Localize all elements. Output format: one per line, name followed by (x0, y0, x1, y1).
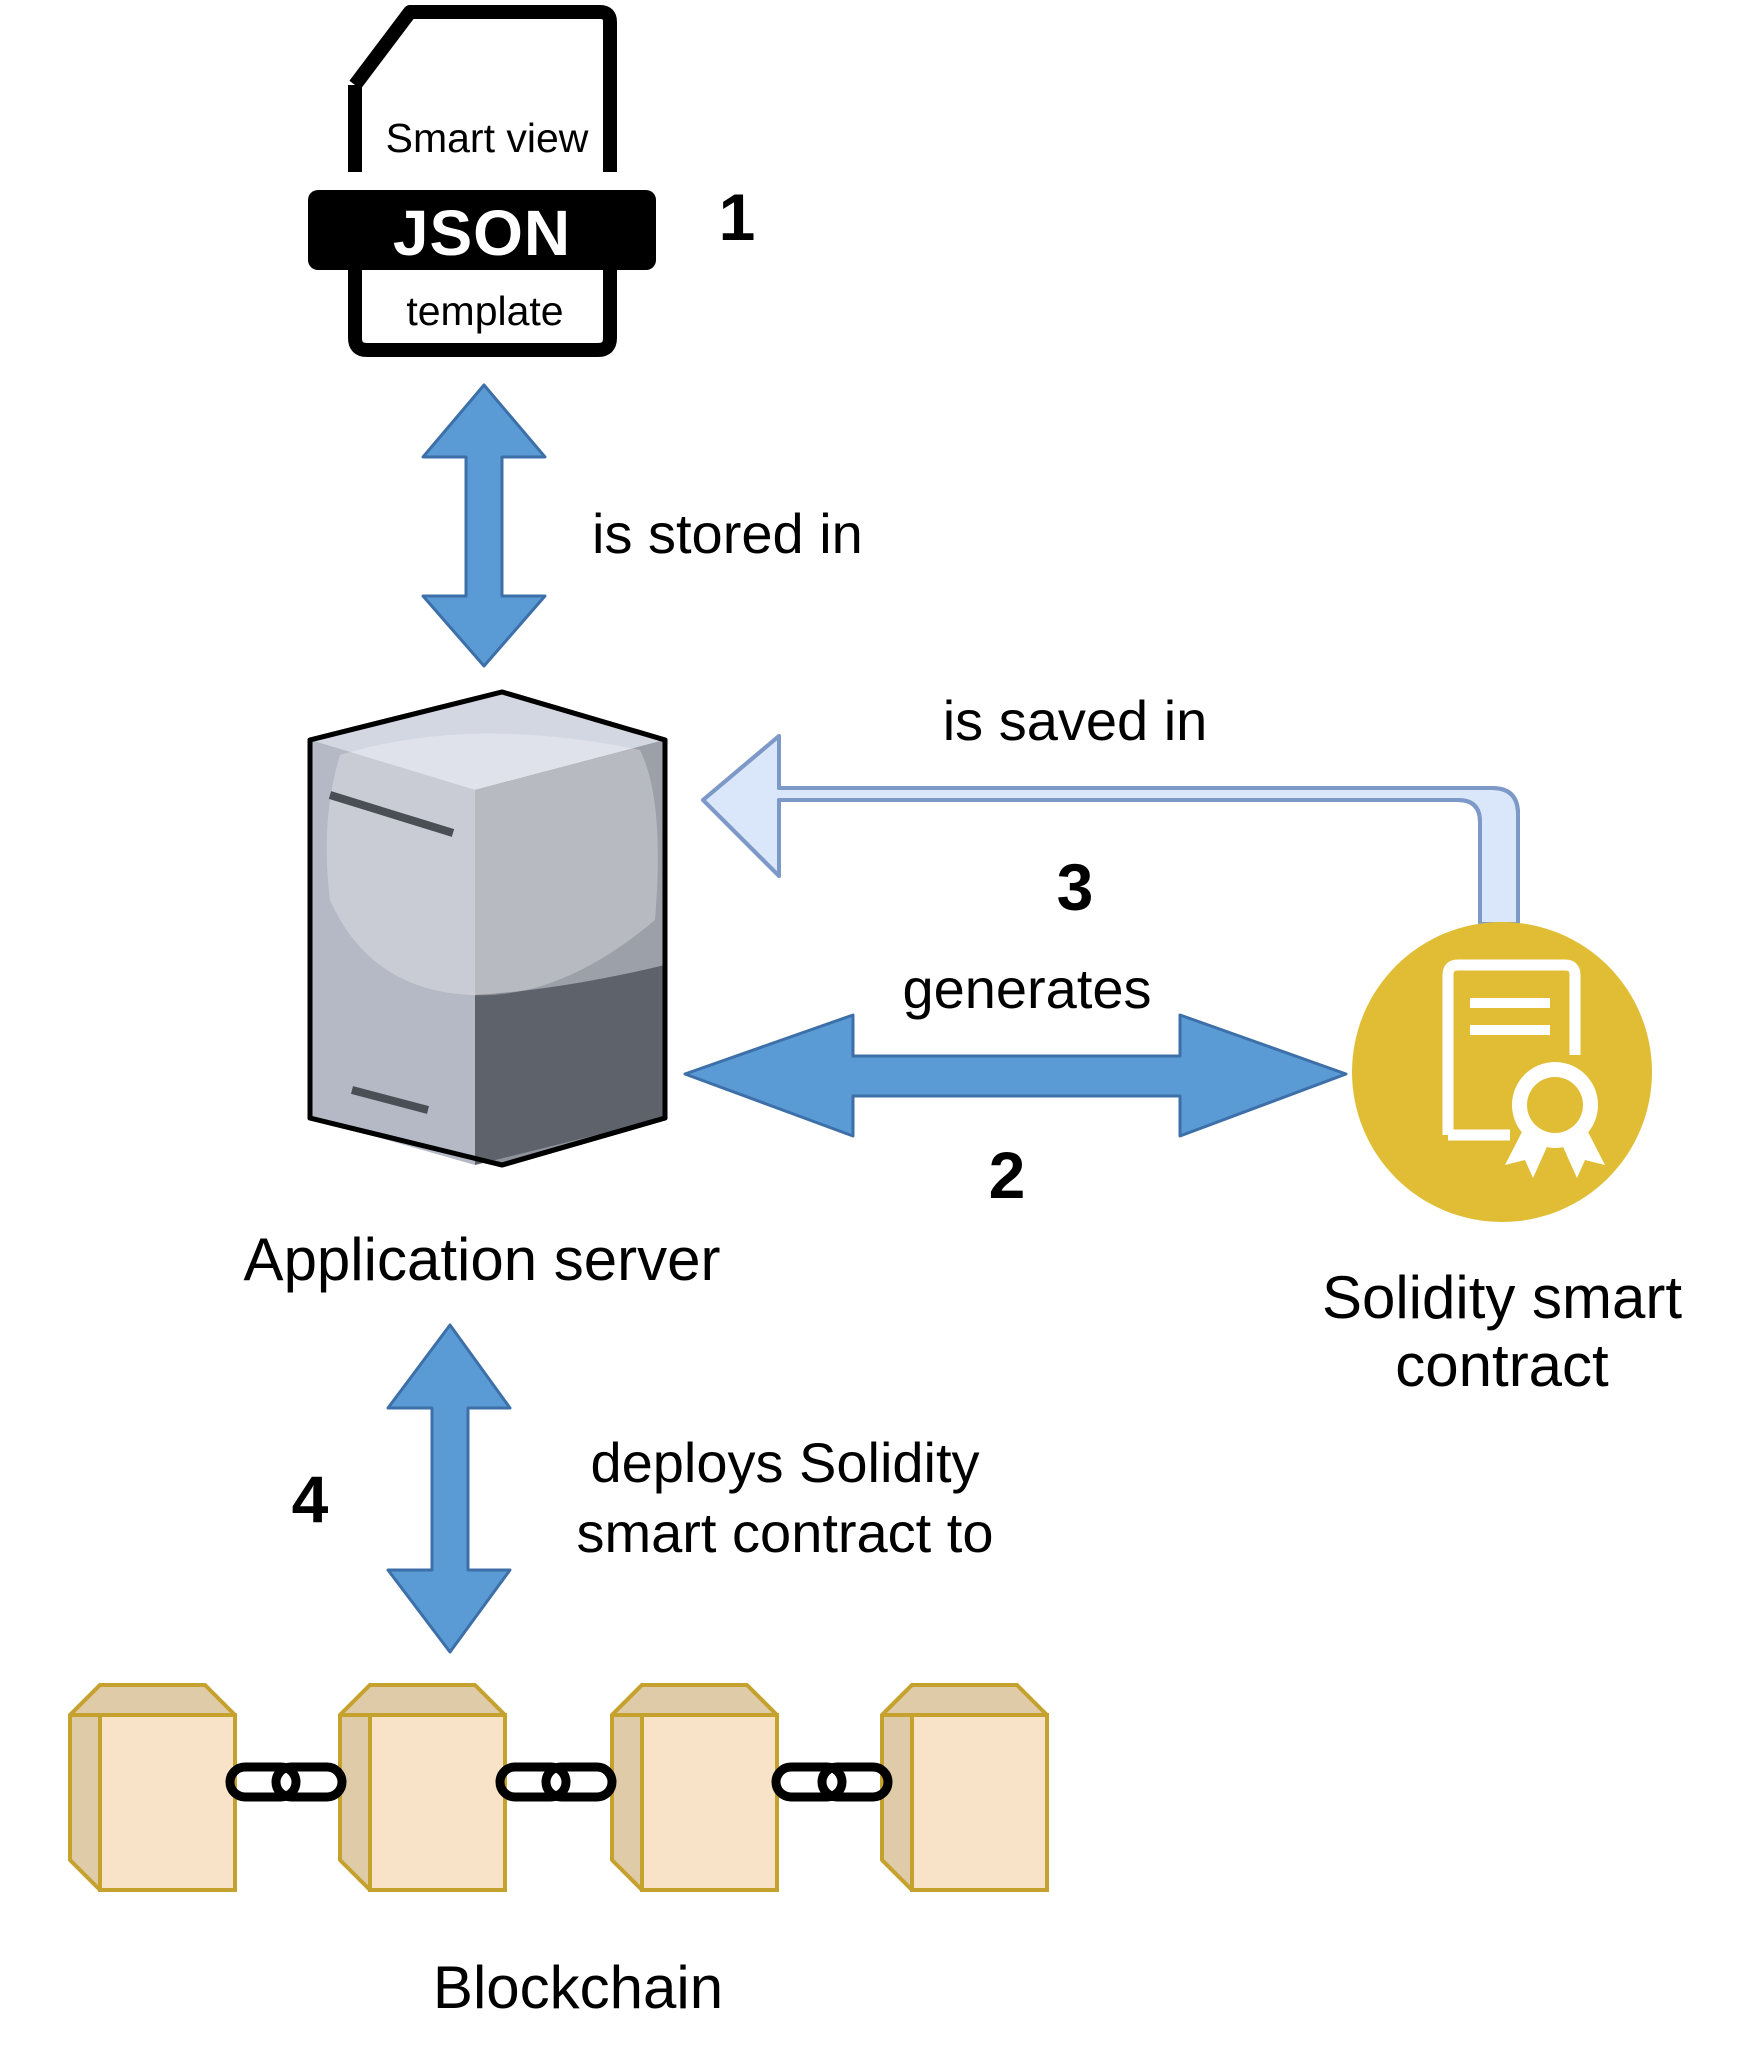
saved-in-arrow (701, 734, 1520, 926)
blockchain-label: Blockchain (433, 1954, 723, 2021)
blockchain-icon (68, 1683, 1049, 1892)
block-1 (68, 1683, 237, 1892)
chain-link-icon (771, 1762, 893, 1802)
application-server-label: Application server (244, 1226, 721, 1293)
step-1-label: 1 (719, 180, 756, 254)
json-template-icon: Smart view JSON template (308, 5, 656, 357)
json-template-bottom-text: template (406, 288, 563, 334)
block-4 (880, 1683, 1049, 1892)
smart-contract-label-line2: contract (1395, 1332, 1609, 1399)
deploys-label-line2: smart contract to (576, 1501, 993, 1564)
saved-in-label: is saved in (943, 689, 1208, 752)
step-2-label: 2 (989, 1138, 1026, 1212)
generates-label: generates (902, 957, 1151, 1020)
block-2 (338, 1683, 507, 1892)
generates-arrow (683, 1013, 1348, 1138)
step-4-label: 4 (292, 1462, 329, 1536)
deploys-arrow (386, 1323, 512, 1654)
application-server-icon (307, 689, 668, 1168)
block-3 (610, 1683, 779, 1892)
deploys-label-line1: deploys Solidity (590, 1431, 979, 1494)
json-template-top-text: Smart view (386, 115, 589, 161)
step-3-label: 3 (1057, 850, 1094, 924)
chain-link-icon (495, 1762, 617, 1802)
chain-link-icon (225, 1762, 347, 1802)
stored-in-arrow (421, 383, 547, 668)
smart-contract-icon (1352, 922, 1652, 1222)
smart-contract-label-line1: Solidity smart (1322, 1264, 1682, 1331)
json-badge-text: JSON (393, 197, 571, 269)
stored-in-label: is stored in (592, 502, 863, 565)
